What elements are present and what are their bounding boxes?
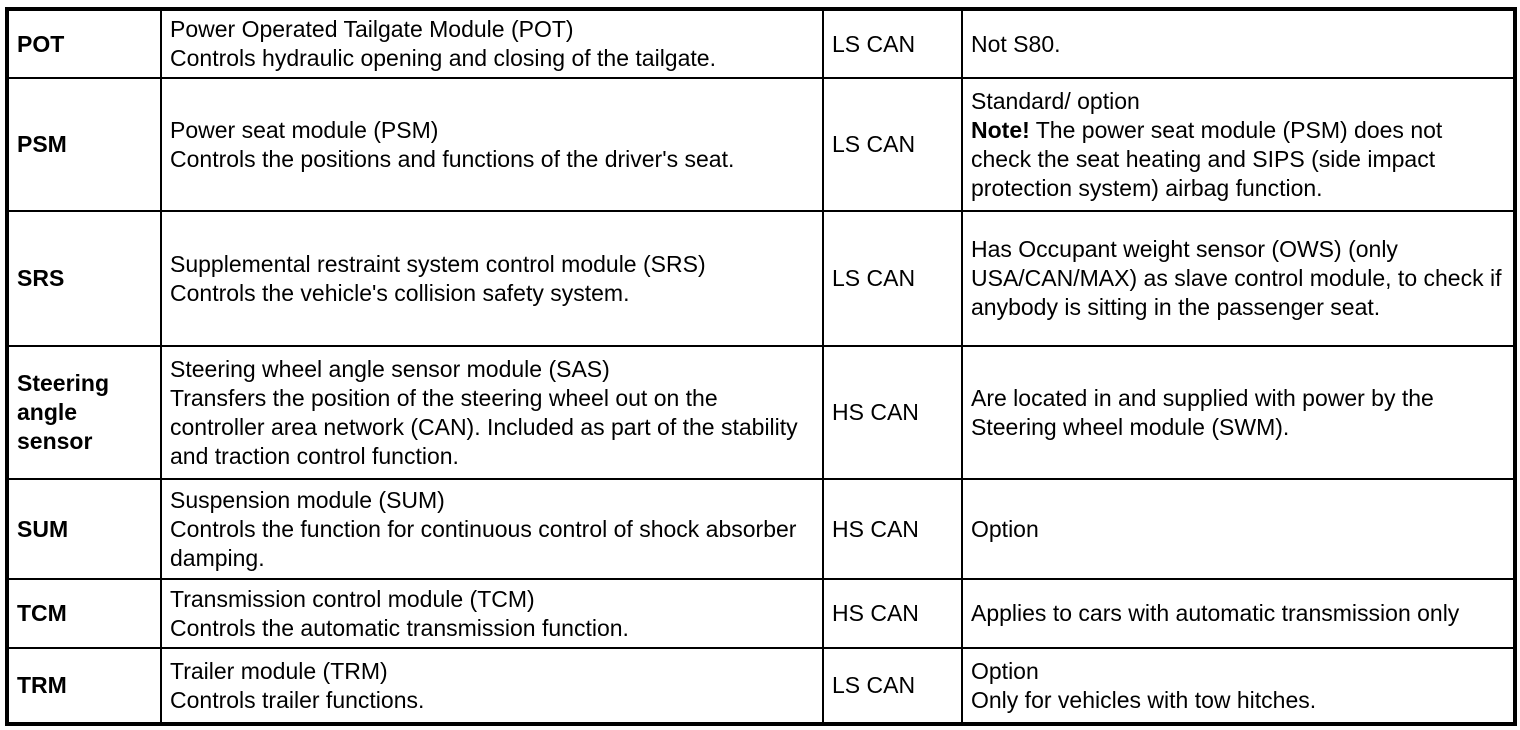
- description-line: Steering wheel angle sensor module (SAS): [170, 355, 610, 382]
- control-modules-table: POT Power Operated Tailgate Module (POT) C…: [5, 7, 1517, 726]
- description-cell: Steering wheel angle sensor module (SAS)…: [160, 345, 824, 480]
- network-cell: LS CAN: [822, 8, 963, 79]
- notes-text: Has Occupant weight sensor (OWS) (only U…: [971, 236, 1502, 320]
- notes-line: Has Occupant weight sensor (OWS) (only U…: [971, 235, 1505, 322]
- notes-text: Not S80.: [971, 30, 1061, 57]
- notes-text: Option: [971, 515, 1039, 542]
- description-line: Controls trailer functions.: [170, 686, 425, 713]
- description-cell: Trailer module (TRM)Controls trailer fun…: [160, 647, 824, 725]
- notes-line: Option: [971, 515, 1505, 544]
- notes-text: Option: [971, 657, 1039, 684]
- notes-line: Applies to cars with automatic transmiss…: [971, 599, 1505, 628]
- notes-cell: Has Occupant weight sensor (OWS) (only U…: [961, 210, 1516, 347]
- description-line: Controls the automatic transmission func…: [170, 614, 629, 641]
- notes-text: The power seat module (PSM) does not che…: [971, 116, 1443, 201]
- network-cell: LS CAN: [822, 77, 963, 212]
- description-line: Controls the function for continuous con…: [170, 515, 797, 571]
- description-cell: Power seat module (PSM)Controls the posi…: [160, 77, 824, 212]
- notes-cell: Are located in and supplied with power b…: [961, 345, 1516, 480]
- network-cell: LS CAN: [822, 647, 963, 725]
- notes-line: Option: [971, 657, 1505, 686]
- abbreviation-cell: TRM: [6, 647, 162, 725]
- description-line: Power seat module (PSM): [170, 116, 439, 143]
- note-bold-label: Note!: [971, 116, 1030, 143]
- network-cell: HS CAN: [822, 578, 963, 649]
- table-row: POT Power Operated Tailgate Module (POT) C…: [6, 8, 1516, 79]
- abbreviation-cell: SRS: [6, 210, 162, 347]
- description-cell: Suspension module (SUM)Controls the func…: [160, 478, 824, 580]
- notes-cell: Option: [961, 478, 1516, 580]
- notes-cell: Not S80.: [961, 8, 1516, 79]
- abbreviation-cell: TCM: [6, 578, 162, 649]
- notes-line: Standard/ option: [971, 87, 1505, 116]
- notes-line: Note! The power seat module (PSM) does n…: [971, 116, 1505, 203]
- description-cell: Supplemental restraint system control mo…: [160, 210, 824, 347]
- description-line: Suspension module (SUM): [170, 486, 445, 513]
- description-line: Transmission control module (TCM): [170, 585, 535, 612]
- notes-line: Are located in and supplied with power b…: [971, 384, 1505, 442]
- description-line: Supplemental restraint system control mo…: [170, 250, 706, 277]
- notes-text: Applies to cars with automatic transmiss…: [971, 600, 1460, 626]
- description-line: Controls hydraulic opening and closing o…: [170, 45, 716, 71]
- table-row: SRS Supplemental restraint system control…: [6, 210, 1516, 347]
- description-line: Power Operated Tailgate Module (POT): [170, 16, 574, 42]
- network-cell: HS CAN: [822, 345, 963, 480]
- abbreviation-cell: PSM: [6, 77, 162, 212]
- table-body: POT Power Operated Tailgate Module (POT) C…: [6, 8, 1516, 725]
- description-line: Controls the vehicle's collision safety …: [170, 279, 630, 306]
- description-cell: Transmission control module (TCM)Control…: [160, 578, 824, 649]
- notes-text: Are located in and supplied with power b…: [971, 384, 1434, 440]
- notes-text: Standard/ option: [971, 87, 1140, 114]
- description-line: Controls the positions and functions of …: [170, 145, 735, 172]
- network-cell: HS CAN: [822, 478, 963, 580]
- description-cell: Power Operated Tailgate Module (POT) Cont…: [160, 8, 824, 79]
- abbreviation-cell: Steering angle sensor: [6, 345, 162, 480]
- notes-line: Not S80.: [971, 30, 1505, 59]
- abbreviation-cell: SUM: [6, 478, 162, 580]
- description-line: Trailer module (TRM): [170, 657, 388, 684]
- notes-line: Only for vehicles with tow hitches.: [971, 686, 1505, 715]
- notes-cell: Applies to cars with automatic transmiss…: [961, 578, 1516, 649]
- description-line: Transfers the position of the steering w…: [170, 384, 798, 469]
- network-cell: LS CAN: [822, 210, 963, 347]
- notes-text: Only for vehicles with tow hitches.: [971, 686, 1317, 713]
- abbreviation-cell: POT: [6, 8, 162, 79]
